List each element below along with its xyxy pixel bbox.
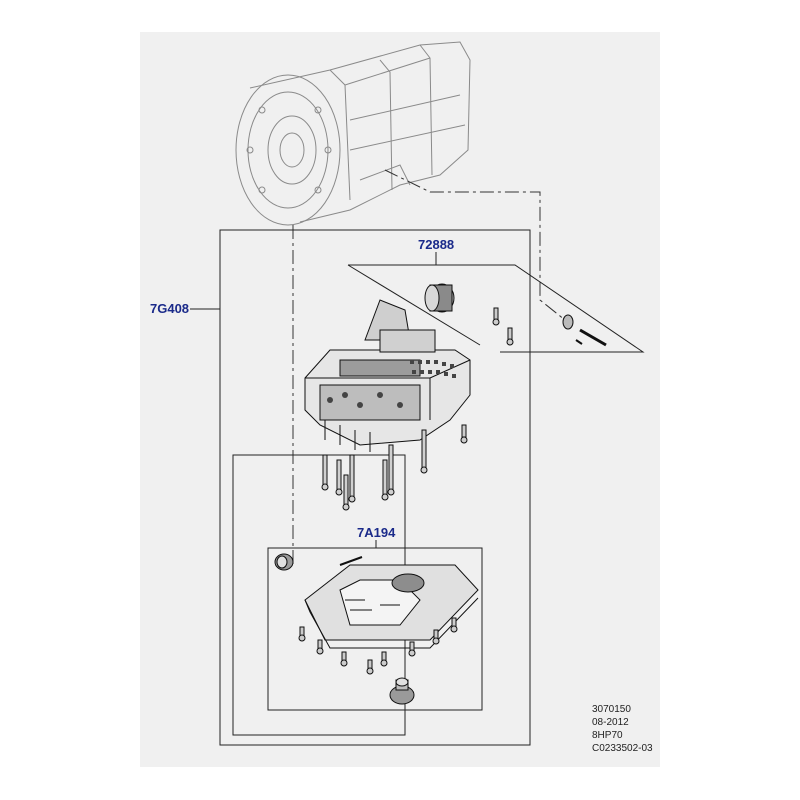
- frame-oil-pan: [267, 547, 483, 711]
- reference-line-3: 8HP70: [592, 730, 623, 741]
- drain-plug-illustration: [389, 677, 415, 705]
- oil-pan-illustration: [304, 564, 479, 649]
- frame-transmission-assembly: [219, 229, 531, 746]
- seal-clip: [339, 556, 363, 566]
- washer-and-pin-illustration: [562, 314, 607, 347]
- leader-housing-to-valve-body: [384, 169, 566, 321]
- valve-body-illustration: [304, 299, 471, 452]
- leader-72888: [348, 264, 645, 353]
- reference-line-4: C0233502-03: [592, 743, 653, 754]
- callout-transmission-assembly-7G408[interactable]: 7G408: [150, 301, 190, 316]
- oil-pan-bolts-illustration: [298, 617, 458, 675]
- seal-ring-illustration: [274, 553, 294, 571]
- callout-oil-pan-7A194[interactable]: 7A194: [357, 525, 396, 540]
- reference-line-2: 08-2012: [592, 717, 629, 728]
- callout-valve-body-72888[interactable]: 72888: [418, 237, 455, 252]
- reference-line-1: 3070150: [592, 704, 631, 715]
- dash-dot-leader-lines: [292, 169, 566, 565]
- frame-valve-body-bolts: [232, 454, 406, 736]
- valve-body-bolts-illustration: [321, 429, 428, 511]
- small-bolts-top: [460, 307, 514, 444]
- reference-block: 3070150 08-2012 8HP70 C0233502-03: [592, 703, 653, 755]
- filter-cylinder-illustration: [424, 283, 455, 313]
- transmission-housing-illustration: [235, 41, 471, 226]
